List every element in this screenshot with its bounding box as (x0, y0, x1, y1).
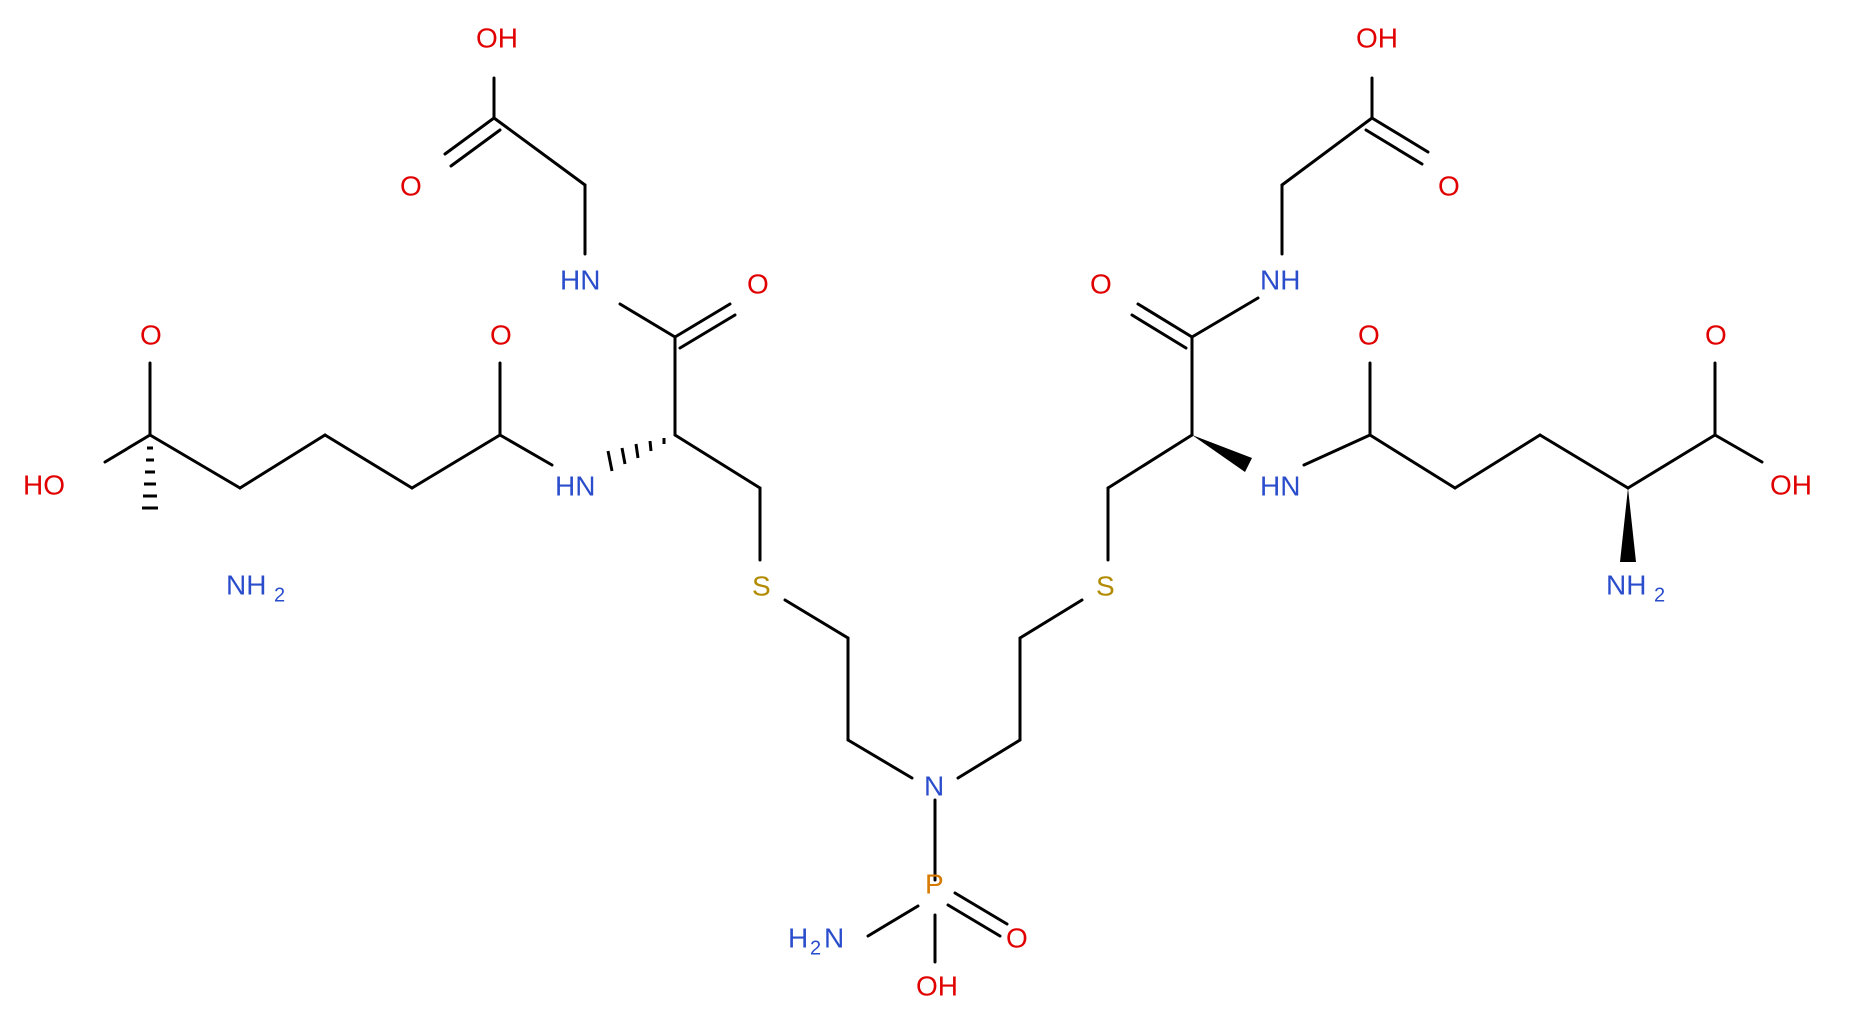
atom-label: OH (476, 22, 518, 53)
bond (1136, 302, 1194, 339)
bond (946, 903, 1002, 938)
atom-label: NH (226, 569, 266, 600)
bond (1106, 433, 1194, 490)
atom-label: O (747, 268, 769, 299)
atom-labels: OH O HN O O HO O HN NH 2 S N P O OH H 2 … (23, 22, 1812, 1001)
atom-label: OH (1770, 469, 1812, 500)
solid-wedge (1192, 435, 1252, 472)
atom-label-subscript: 2 (274, 584, 285, 606)
atom-label: P (925, 868, 944, 899)
atom-label: O (1438, 170, 1460, 201)
bond (1538, 433, 1630, 490)
atom-label: HO (23, 469, 65, 500)
bond (1453, 433, 1542, 490)
atom-label: O (1705, 319, 1727, 350)
bond (1280, 116, 1374, 187)
bond (1018, 598, 1084, 640)
bond (673, 433, 762, 490)
atom-label: O (140, 319, 162, 350)
bond (238, 433, 327, 490)
bond (443, 116, 496, 156)
atom-label: H (788, 922, 808, 953)
bond (148, 433, 242, 490)
bond (956, 738, 1022, 780)
bond (323, 433, 414, 490)
bond (1190, 296, 1260, 339)
bonds (103, 76, 1764, 964)
bond (618, 302, 677, 339)
atom-label: S (752, 570, 771, 601)
bond (673, 302, 732, 339)
stereo-wedges (142, 435, 1636, 562)
atom-label: NH (1260, 264, 1300, 295)
bond (783, 598, 850, 640)
atom-label: N (924, 770, 944, 801)
atom-label: O (490, 319, 512, 350)
bond (1302, 433, 1372, 467)
atom-label: HN (1260, 470, 1300, 501)
bond (866, 904, 920, 938)
solid-wedge (1620, 488, 1636, 562)
atom-label: HN (555, 470, 595, 501)
atom-label: OH (916, 970, 958, 1001)
bond (492, 116, 587, 187)
atom-label: O (1090, 268, 1112, 299)
bond (449, 128, 502, 168)
atom-label: O (400, 170, 422, 201)
bond (678, 313, 737, 350)
bond (1370, 116, 1430, 154)
bond (1626, 433, 1717, 490)
atom-label-subscript: 2 (810, 937, 821, 959)
bond (1130, 313, 1188, 350)
hashed-wedge (142, 446, 158, 510)
hashed-wedge (606, 438, 666, 472)
bond (1364, 128, 1424, 166)
bond (1368, 433, 1457, 490)
atom-label: O (1358, 319, 1380, 350)
atom-label: O (1006, 922, 1028, 953)
bond (498, 433, 554, 467)
atom-label: NH (1606, 569, 1646, 600)
atom-label: HN (560, 264, 600, 295)
bond (103, 433, 152, 464)
bond (953, 891, 1009, 926)
atom-label: OH (1356, 22, 1398, 53)
bond (846, 738, 914, 780)
bond (410, 433, 502, 490)
bond (1713, 433, 1764, 464)
atom-label-subscript: 2 (1654, 584, 1665, 606)
atom-label: N (824, 922, 844, 953)
atom-label: S (1096, 570, 1115, 601)
